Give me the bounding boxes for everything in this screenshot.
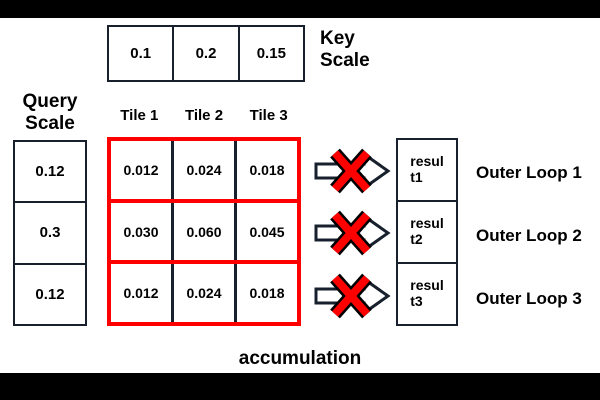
query-scale-label-line1: Query: [22, 91, 78, 112]
outer-loop-label-1: Outer Loop 1: [476, 163, 582, 182]
tile-header-3: Tile 3: [249, 107, 288, 124]
tile-header-1: Tile 1: [120, 107, 159, 124]
matrix-cell-r3c1: 0.012: [111, 264, 174, 323]
accumulation-label: accumulation: [238, 348, 362, 369]
outer-loop-label-2: Outer Loop 2: [476, 226, 582, 245]
matrix-cell-r3c3: 0.018: [249, 285, 285, 302]
tile-header-2: Tile 2: [184, 107, 224, 124]
result-cell-3-line2: t3: [410, 293, 423, 309]
query-scale-label-line2: Scale: [25, 112, 75, 134]
key-scale-label: Key Scale: [320, 28, 430, 72]
matrix-cell-r1c2: 0.024: [174, 141, 237, 199]
result-cell-3-line1: resul: [410, 277, 444, 294]
result-cell-2-line1: resul: [410, 215, 444, 232]
block-arrow-right-with-red-x-icon-row3: [314, 271, 392, 321]
block-arrow-right-with-red-x-icon-row2: [314, 208, 392, 258]
key-scale-label-line1: Key: [320, 28, 355, 49]
matrix-cell-r2c2: 0.060: [174, 202, 237, 261]
result-cell-1-line2: t1: [410, 169, 423, 185]
query-scale-cell-1: 0.12: [15, 142, 85, 204]
result-cell-2-line2: t2: [410, 231, 423, 247]
result-cell-2: resul t2: [398, 202, 456, 264]
result-column: resul t1 resul t2 resul t3: [396, 138, 458, 326]
diagram-area: 0.1 0.2 0.15 Key Scale Query Scale 0.12 …: [0, 18, 600, 373]
letterbox-top-bar: [0, 0, 600, 18]
query-scale-label: Query Scale: [4, 91, 96, 135]
key-scale-label-line2: Scale: [320, 49, 370, 71]
tile-header-row: Tile 1 Tile 2 Tile 3: [107, 107, 301, 124]
outer-loop-label-3: Outer Loop 3: [476, 289, 582, 308]
query-scale-cell-2: 0.3: [15, 203, 85, 265]
block-arrow-right-with-red-x-icon-row1: [314, 146, 392, 196]
matrix-row-1: 0.012 0.024 0.018: [111, 141, 297, 203]
letterbox-bottom-bar: [0, 373, 600, 400]
matrix-cell-r1c3: 0.018: [249, 161, 285, 178]
matrix-cell-r2c1: 0.030: [111, 202, 174, 261]
matrix-cell-r2c3: 0.045: [249, 223, 285, 240]
result-cell-1-line1: resul: [410, 153, 444, 170]
key-scale-row: 0.1 0.2 0.15: [107, 25, 305, 82]
key-scale-cell-3: 0.15: [256, 45, 286, 62]
query-scale-column: 0.12 0.3 0.12: [13, 140, 87, 326]
scaled-score-matrix: 0.012 0.024 0.018 0.030 0.060 0.045 0.01…: [107, 137, 301, 326]
matrix-row-3: 0.012 0.024 0.018: [111, 264, 297, 323]
result-cell-1: resul t1: [398, 140, 456, 202]
result-cell-3: resul t3: [398, 264, 456, 324]
query-scale-cell-3: 0.12: [35, 285, 65, 303]
key-scale-cell-2: 0.2: [174, 27, 240, 80]
matrix-cell-r1c1: 0.012: [111, 141, 174, 199]
key-scale-cell-1: 0.1: [109, 27, 175, 80]
matrix-row-2: 0.030 0.060 0.045: [111, 202, 297, 265]
matrix-cell-r3c2: 0.024: [174, 264, 237, 323]
